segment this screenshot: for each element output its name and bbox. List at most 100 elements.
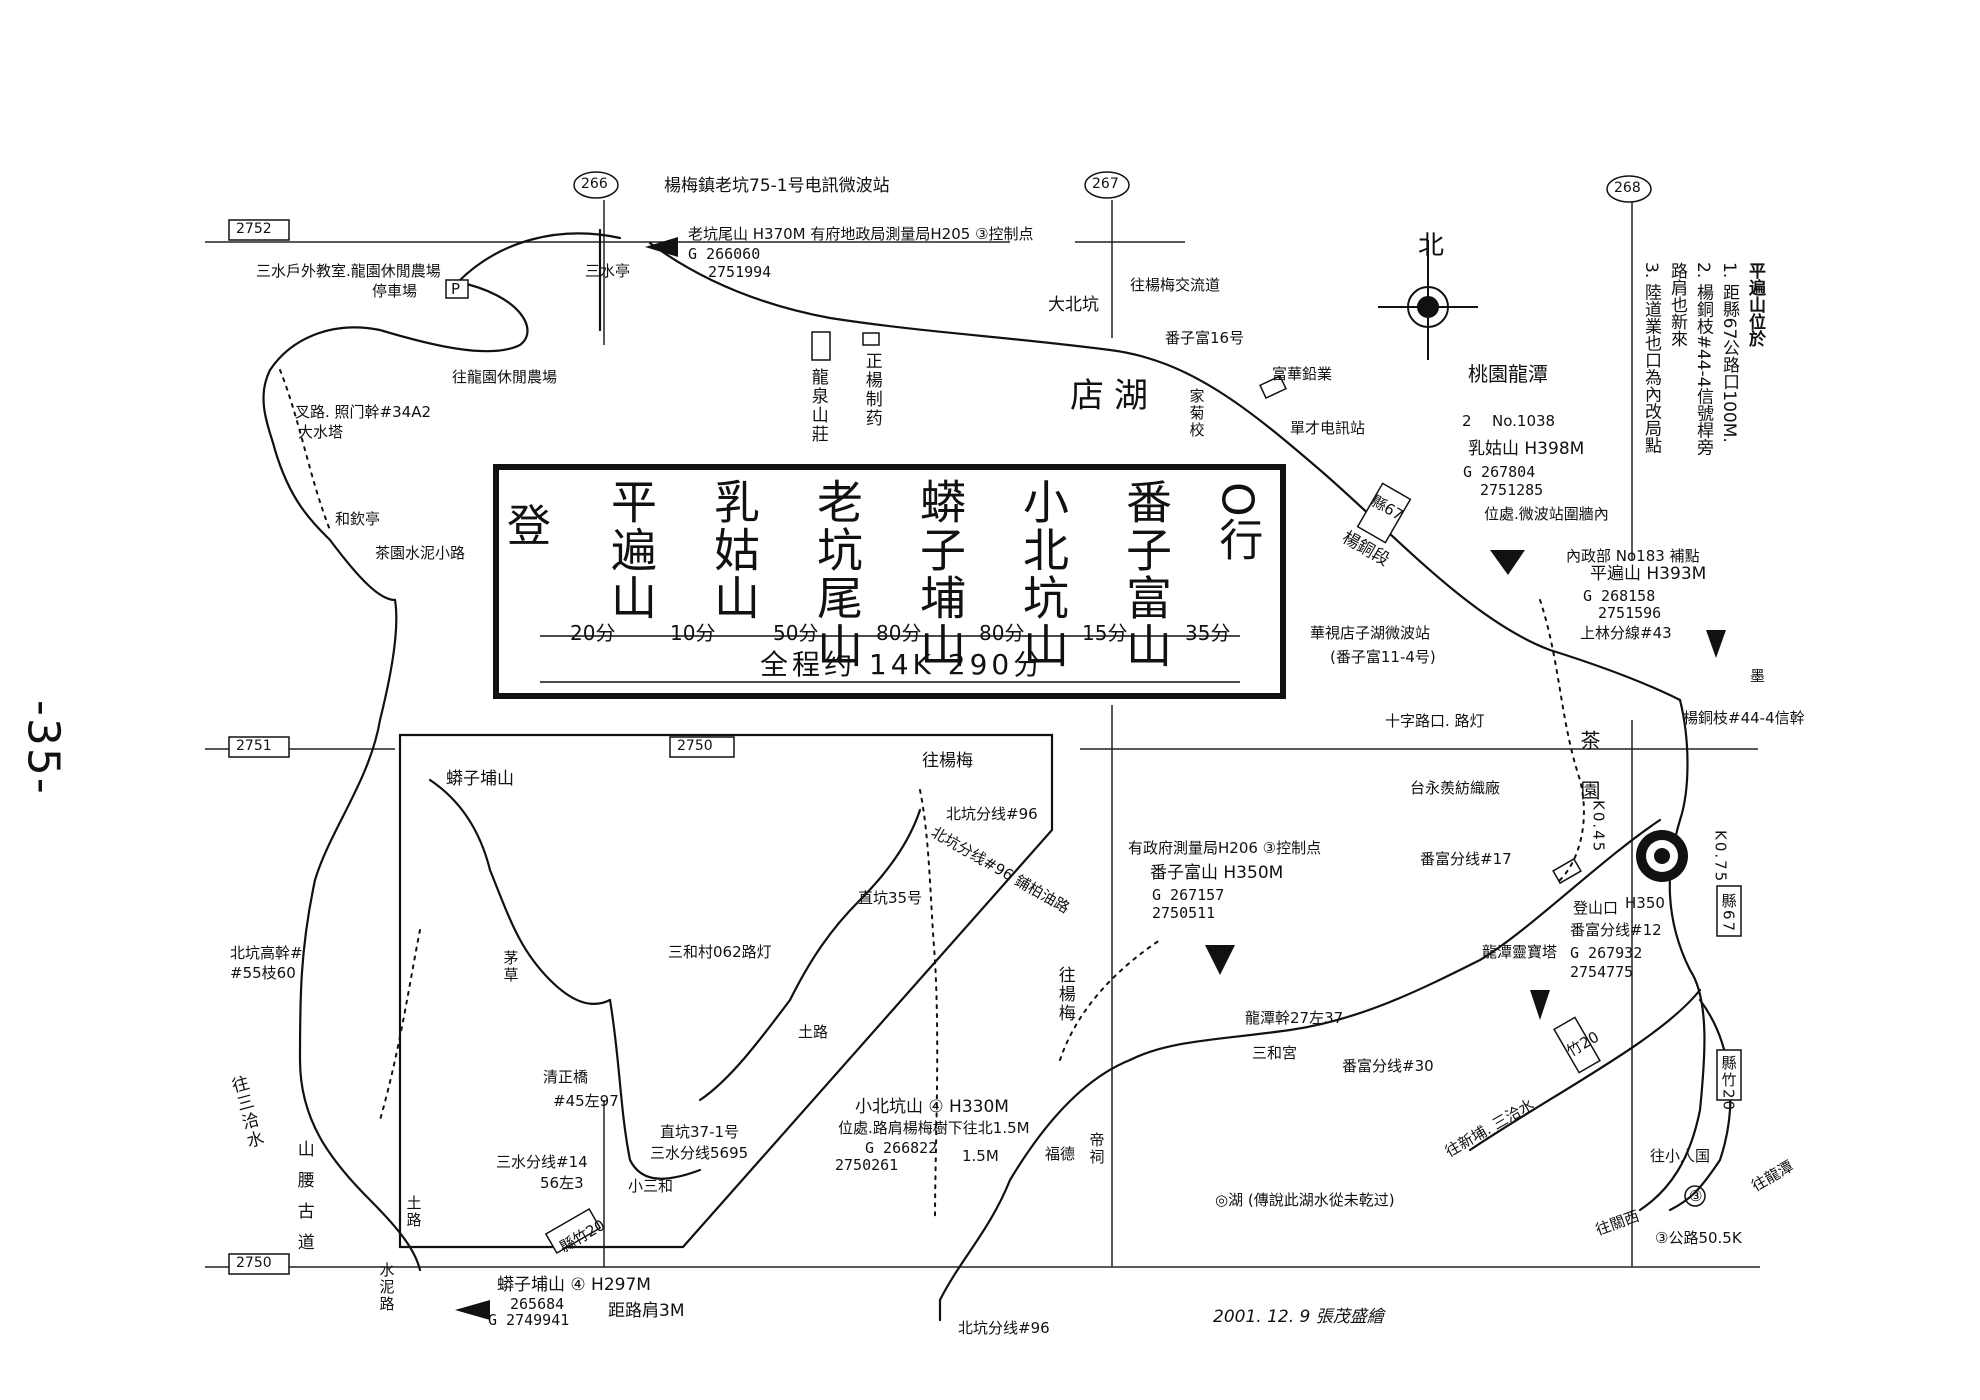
route-lines xyxy=(262,228,1732,1322)
dotted-trails xyxy=(279,369,1585,1221)
pingbianshan-g2: 2751596 xyxy=(1598,604,1662,622)
legend-item-3: 路肩也新來 xyxy=(1667,262,1687,347)
gov-bureau-label: 有政府測量局H206 ③控制点 xyxy=(1128,839,1322,857)
fanfu-g2: 2754775 xyxy=(1570,963,1634,981)
relay-station-label: 楊梅鎮老坑75-1号电訊微波站 xyxy=(664,176,890,196)
circle3-road-label: ③公路50.5K xyxy=(1655,1229,1742,1247)
county67b-label: 縣67 xyxy=(1719,893,1738,934)
to-yangmei-interchange-label: 往楊梅交流道 xyxy=(1130,276,1221,294)
longquan-label: 龍泉山莊 xyxy=(807,368,828,444)
jiajuxiao-label: 家菊校 xyxy=(1187,388,1206,439)
tulu2-label: 土路 xyxy=(404,1195,423,1229)
to-xiaorenguo-label: 往小人国 xyxy=(1650,1147,1711,1165)
taiyong-building-icon xyxy=(1552,857,1582,885)
fude-label: 福德 xyxy=(1045,1145,1076,1163)
north-arrow-icon xyxy=(1378,240,1478,360)
legend-title: 平遍山位於 xyxy=(1745,262,1765,347)
route-segment-6: 15分 xyxy=(1082,621,1128,645)
dengshankou-label: 登山口 xyxy=(1573,899,1619,917)
route-peak-5: 小北坑山 xyxy=(1016,478,1070,670)
peak-markers xyxy=(455,237,1726,1320)
laokengwei-peak-label: 老坑尾山 H370M 有府地政局測量局H205 ③控制点 xyxy=(688,225,1034,243)
parking-icon: P xyxy=(451,280,461,298)
grid-row-2750-inset: 2750 xyxy=(677,738,713,754)
sanhe062-label: 三和村062路灯 xyxy=(668,943,772,961)
parking-label: 停車場 xyxy=(372,282,418,300)
crossroad-label: 十字路口. 路灯 xyxy=(1385,712,1485,730)
north-label: 北 xyxy=(1418,231,1445,261)
mangzi-loc-label: 距路肩3M xyxy=(608,1301,685,1321)
fuhua-building-icon xyxy=(1259,375,1287,399)
route-peak-2: 乳姑山 xyxy=(707,478,761,622)
taoyuan-longtan-label: 桃園龍潭 xyxy=(1468,362,1548,386)
pingbian-legend: 平遍山位於 1. 距縣67公路口100M. 2. 楊銅枝#44-4信號桿旁 路肩… xyxy=(1638,262,1768,512)
neizheng-label: 內政部 No183 補點 xyxy=(1566,547,1700,565)
mangzi-peak-label: 蟒子埔山 ④ H297M xyxy=(497,1275,651,1295)
yangmei-top-label: 往楊梅 xyxy=(922,751,973,771)
pingbianshan-label: 平遍山 H393M xyxy=(1590,564,1707,584)
route-segment-7: 35分 xyxy=(1185,621,1231,645)
grid-column-markers xyxy=(573,171,1652,203)
longquan-building-icon xyxy=(811,331,831,361)
maocao-label: 茅草 xyxy=(501,950,520,984)
dabeikeng-label: 大北坑 xyxy=(1048,295,1099,315)
fuhua-label: 富華鉛業 xyxy=(1272,365,1333,383)
mangzi-g2: G 2749941 xyxy=(488,1311,570,1329)
legend-item-4: 3. 陸道業也口為內改局點 xyxy=(1641,262,1661,454)
road-sign-icons xyxy=(544,482,1742,1255)
zhengyang-label: 正楊制药 xyxy=(861,352,882,428)
taiyong-label: 台永羨紡織廠 xyxy=(1410,779,1501,797)
route-segment-2: 10分 xyxy=(670,621,716,645)
grid-col-268: 268 xyxy=(1614,180,1641,196)
grid-row-2750: 2750 xyxy=(236,1255,272,1271)
tri2-number: No.1038 xyxy=(1492,412,1556,430)
to-longyuan-label: 往龍園休閒農場 xyxy=(452,368,558,386)
mangzi-g1: 265684 xyxy=(510,1295,565,1313)
chayuan-path-label: 茶園水泥小路 xyxy=(375,544,466,562)
laokengwei-g2: 2751994 xyxy=(708,263,772,281)
trailhead-target-icon xyxy=(1636,830,1688,882)
route-peak-1: 平遍山 xyxy=(604,478,658,622)
beikeng-high-label: 北坑高幹# xyxy=(230,944,303,962)
page-number: -35- xyxy=(17,700,69,796)
grid-row-2751: 2751 xyxy=(236,738,272,754)
fanzifu-peak-label: 番子富山 H350M xyxy=(1150,863,1284,883)
route-peak-3: 老坑尾山 xyxy=(810,478,864,670)
laokengwei-flag-icon xyxy=(645,237,678,257)
longtan-sign-label: 龍潭靈寶塔 xyxy=(1482,943,1558,961)
laokengwei-g1: G 266060 xyxy=(688,245,761,263)
fork-label: 叉路. 照门幹#34A2 xyxy=(295,403,431,421)
route-start: 登 xyxy=(507,501,551,552)
rugushan-g2: 2751285 xyxy=(1480,481,1544,499)
beikeng96-bottom-label: 北坑分线#96 xyxy=(958,1319,1050,1337)
zhikeng37-label: 直坑37-1号 xyxy=(660,1123,740,1141)
sanshui-edu-label: 三水戶外教室.龍園休閒農場 xyxy=(256,262,441,280)
zhikeng35-label: 直坑35号 xyxy=(858,889,923,907)
legend-item-2: 2. 楊銅枝#44-4信號桿旁 xyxy=(1693,262,1713,456)
cement-path-label: 水泥路 xyxy=(377,1262,396,1313)
beikeng-flag-icon xyxy=(1530,990,1550,1020)
k045-label: K0.45 xyxy=(1589,800,1608,854)
parking-icon-box xyxy=(445,279,469,299)
moon-lake-label: ◎湖 (傳說此湖水從未乾过) xyxy=(1215,1191,1395,1209)
sanshui5695-label: 三水分线5695 xyxy=(650,1144,749,1162)
tri2-label: 2 xyxy=(1462,412,1472,430)
shidinghu-label: 店湖 xyxy=(1070,376,1158,416)
beikeng-high-num-label: #55枝60 xyxy=(230,964,296,982)
route-end: O行 xyxy=(1211,482,1263,561)
beikeng-g1: G 266822 xyxy=(865,1139,938,1157)
grid-row-2752: 2752 xyxy=(236,221,272,237)
cctv-relay-label: 華視店子湖微波站 xyxy=(1310,624,1431,642)
shanglinfen-label: 上林分線#43 xyxy=(1580,624,1672,642)
fanfu-g1: G 267932 xyxy=(1570,944,1643,962)
sanhegong-label: 三和宮 xyxy=(1252,1044,1298,1062)
h350-label: H350 xyxy=(1625,894,1665,912)
yangtongzhi44-label: 楊銅枝#44-4信幹 xyxy=(1683,709,1805,727)
grid-col-266: 266 xyxy=(581,176,608,192)
tulu-label: 土路 xyxy=(798,1023,829,1041)
beikeng-g2: 2750261 xyxy=(835,1156,899,1174)
fanfu12-label: 番富分线#12 xyxy=(1570,921,1662,939)
legend-item-1: 1. 距縣67公路口100M. xyxy=(1719,262,1739,443)
fanfu17-label: 番富分线#17 xyxy=(1420,850,1512,868)
